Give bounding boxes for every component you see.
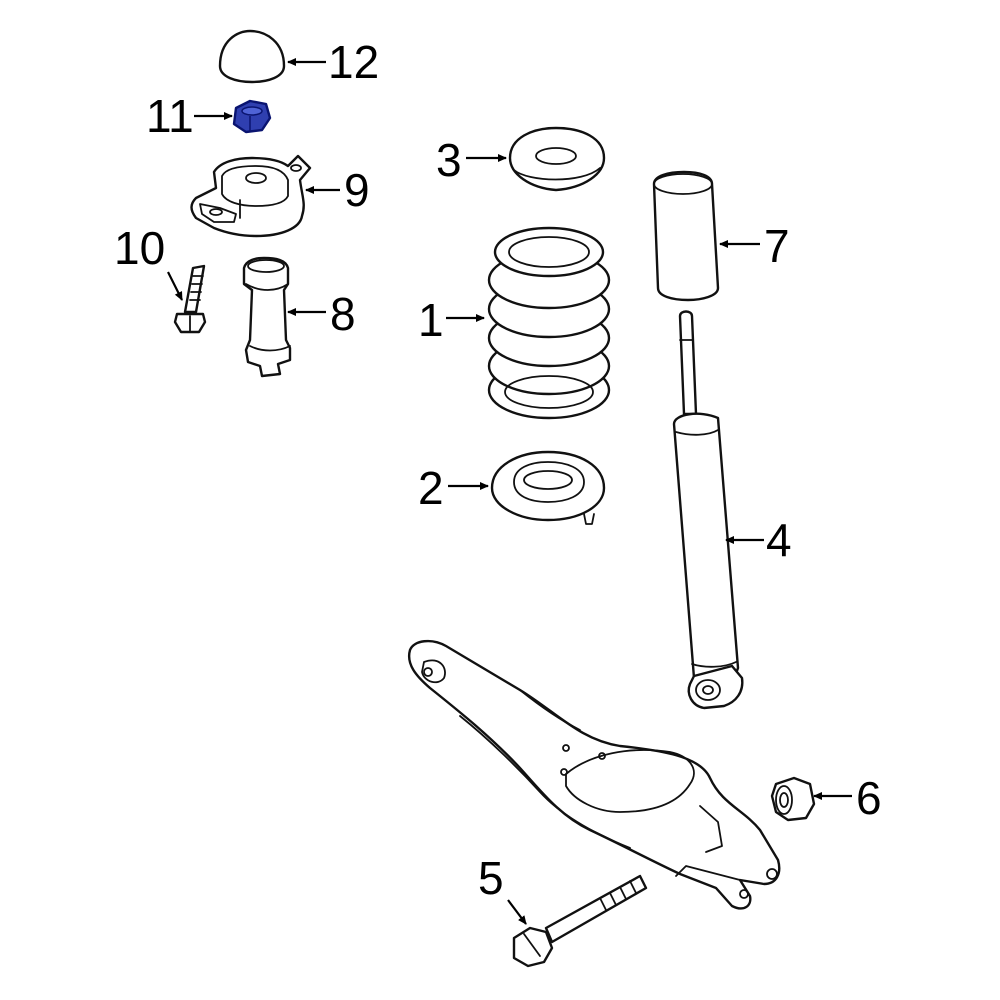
callout-label-5: 5: [478, 852, 504, 904]
callout-7: 7: [719, 220, 790, 272]
part-12-dust-cap[interactable]: [218, 29, 286, 84]
callout-label-3: 3: [436, 134, 462, 186]
lower-control-arm[interactable]: [407, 639, 781, 910]
part-7-dust-boot[interactable]: [652, 170, 720, 302]
callout-label-8: 8: [330, 288, 356, 340]
part-3-upper-spring-seat[interactable]: [508, 126, 606, 192]
part-9-upper-mount[interactable]: [190, 154, 312, 238]
callout-5: 5: [478, 852, 527, 925]
callout-12: 12: [287, 36, 379, 88]
part-8-bump-stop[interactable]: [242, 256, 292, 378]
callout-6: 6: [813, 772, 882, 824]
callout-8: 8: [287, 288, 356, 340]
callout-label-10: 10: [114, 222, 165, 274]
callout-11: 11: [146, 90, 233, 142]
callout-1: 1: [418, 294, 485, 346]
part-2-lower-spring-seat[interactable]: [490, 450, 606, 525]
callout-label-9: 9: [344, 164, 370, 216]
callout-label-7: 7: [764, 220, 790, 272]
part-10-bolt[interactable]: [173, 264, 207, 334]
callout-label-11: 11: [146, 90, 194, 142]
part-5-long-bolt[interactable]: [512, 874, 648, 968]
callout-label-6: 6: [856, 772, 882, 824]
callout-label-1: 1: [418, 294, 444, 346]
callout-label-4: 4: [766, 514, 792, 566]
callout-3: 3: [436, 134, 507, 186]
part-6-flange-nut[interactable]: [770, 776, 816, 822]
part-4-shock-absorber[interactable]: [672, 310, 744, 710]
callout-label-2: 2: [418, 462, 444, 514]
callout-9: 9: [305, 164, 370, 216]
callout-label-12: 12: [328, 36, 379, 88]
part-1-coil-spring[interactable]: [487, 226, 611, 420]
callout-2: 2: [418, 462, 489, 514]
callout-4: 4: [725, 514, 792, 566]
part-11-nut-highlighted[interactable]: [232, 99, 272, 134]
callout-10: 10: [114, 222, 183, 301]
